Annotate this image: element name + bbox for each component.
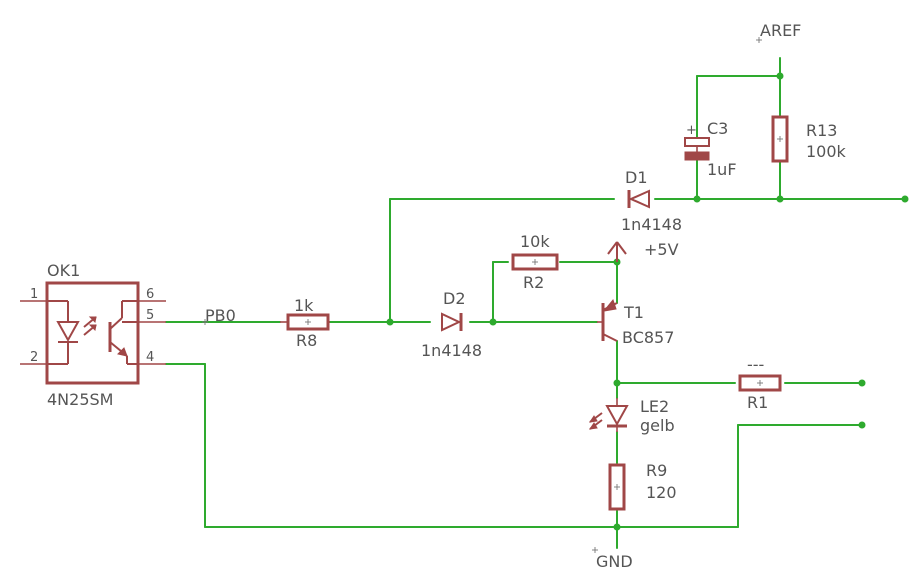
r8-value: 1k [294,296,314,315]
net-label-pb0: PB0 [205,306,236,325]
net-label-gnd: GND [596,552,633,571]
diode-d2: D2 1n4148 [421,289,482,360]
d1-value: 1n4148 [621,215,682,234]
r9-name: R9 [646,461,667,480]
r1-value: --- [747,355,764,374]
r1-name: R1 [747,393,768,412]
ok1-name: OK1 [47,261,80,280]
resistor-r8: 1k R8 [280,296,330,350]
t1-name: T1 [623,303,644,322]
c3-name: C3 [707,119,728,138]
r13-name: R13 [806,121,837,140]
resistor-r1: --- R1 [738,355,782,412]
resistor-r13: R13 100k [771,115,847,163]
r13-value: 100k [806,142,847,161]
d2-value: 1n4148 [421,341,482,360]
net-label-aref: AREF [760,21,801,40]
diode-d1: D1 1n4148 [621,168,682,234]
resistor-r2: 10k R2 [511,232,559,292]
optocoupler-ok1: OK1 4N25SM 1 2 6 5 4 [20,261,166,409]
ok1-pin-2: 2 [30,350,38,365]
capacitor-c3: + C3 1uF [684,119,737,179]
ok1-pin-1: 1 [30,287,38,302]
r2-name: R2 [523,273,544,292]
le2-name: LE2 [640,397,669,416]
r9-value: 120 [646,483,677,502]
supply-label: +5V [644,240,679,259]
c3-polarity-plus: + [686,123,697,138]
ok1-pin-5: 5 [146,308,154,323]
c3-value: 1uF [707,160,737,179]
d2-name: D2 [443,289,466,308]
junctions [386,72,909,531]
r8-name: R8 [296,331,317,350]
ok1-pin-4: 4 [146,350,154,365]
ok1-pin-6: 6 [146,287,154,302]
led-le2: LE2 gelb [588,397,675,435]
d1-name: D1 [625,168,648,187]
ok1-value: 4N25SM [47,390,113,409]
supply-5v: +5V [607,240,679,262]
r2-value: 10k [520,232,550,251]
t1-value: BC857 [622,328,674,347]
transistor-t1: T1 BC857 [597,298,674,347]
le2-value: gelb [640,416,675,435]
wires [165,57,906,549]
resistor-r9: R9 120 [608,461,677,511]
